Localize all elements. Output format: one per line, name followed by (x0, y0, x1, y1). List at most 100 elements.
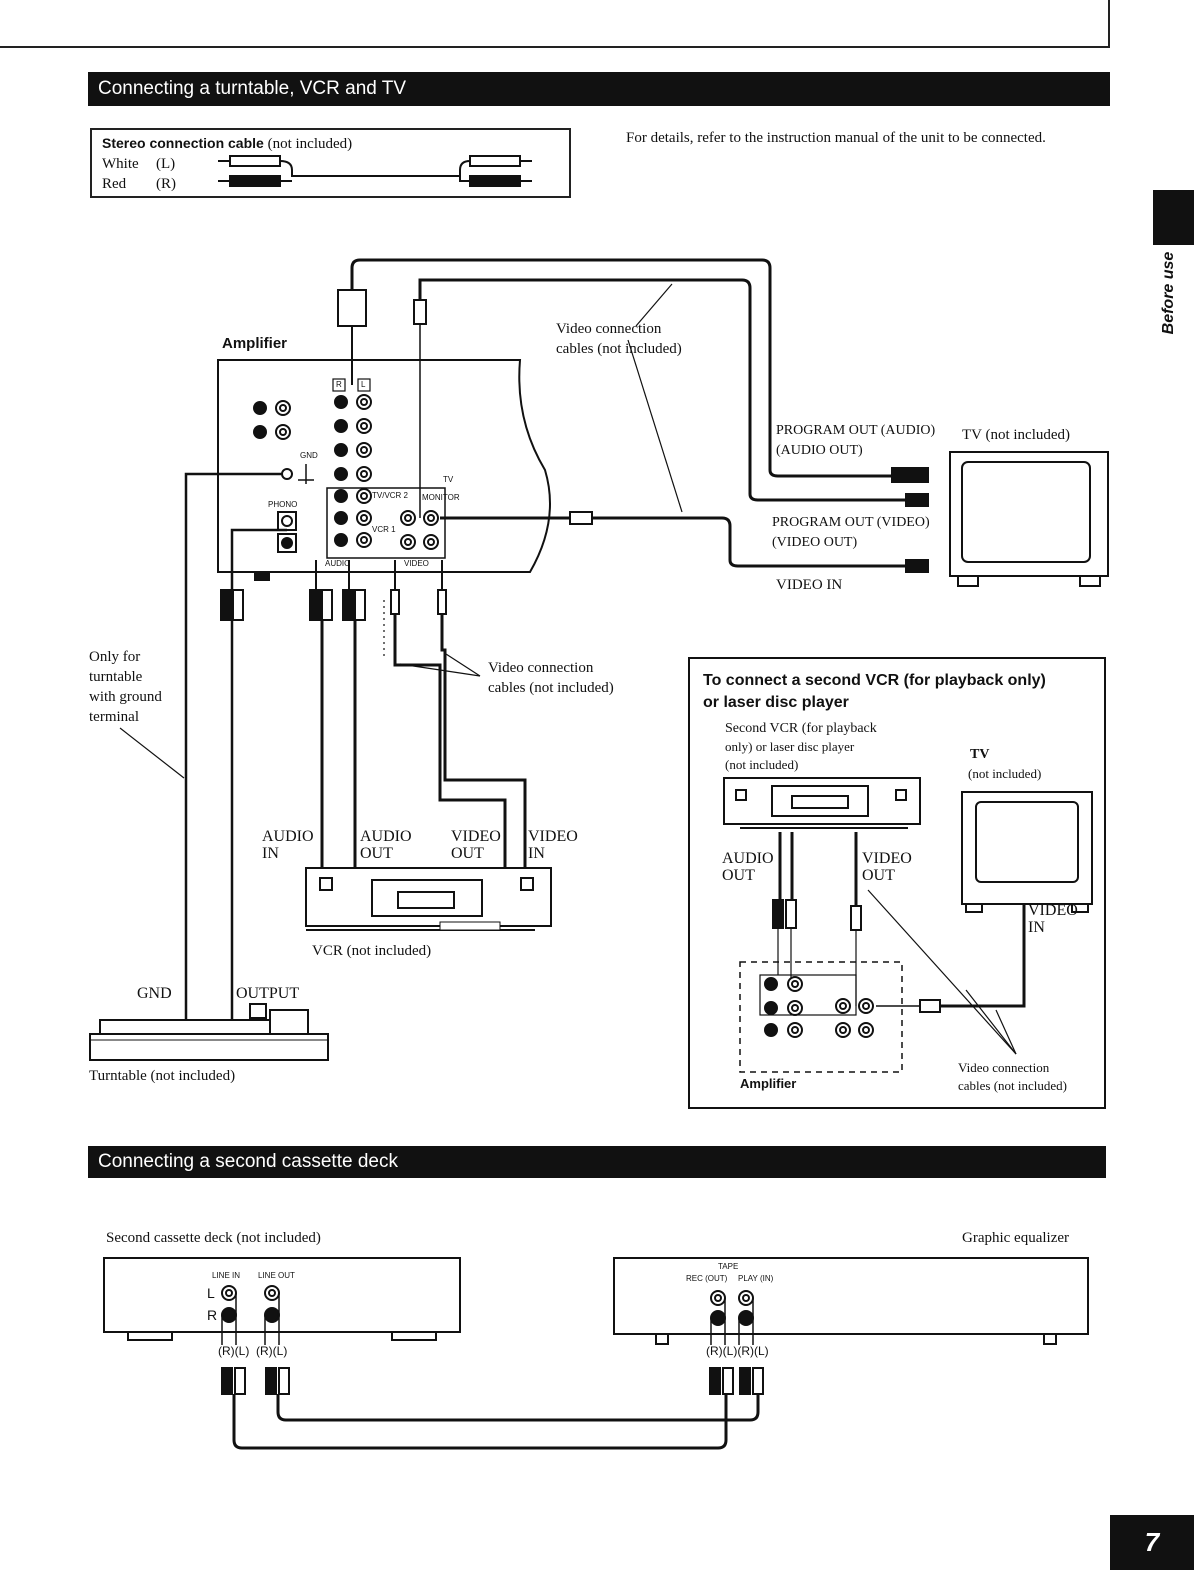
cassette-deck-graphic (103, 1257, 461, 1341)
equalizer-label: Graphic equalizer (962, 1230, 1070, 1246)
inset-box (688, 657, 1106, 1109)
cable-white-channel: (L) (156, 156, 176, 172)
only-for-line3: with ground (89, 689, 162, 705)
video-cables-mid-line2: cables (not included) (488, 680, 614, 696)
inset-video-out-line1: VIDEO (862, 850, 912, 867)
inset-cables-line2: cables (not included) (958, 1078, 1068, 1093)
vcr-audio-out-line2: OUT (360, 845, 393, 862)
vcr-video-out-line1: VIDEO (451, 828, 501, 845)
panel-audio: AUDIO (325, 559, 351, 568)
equalizer-rl-labels: (R)(L)(R)(L) (706, 1344, 769, 1358)
inset-tv-line2: (not included) (968, 766, 1042, 781)
vcr-audio-in-line1: AUDIO (262, 828, 314, 845)
inset-tv-graphic (961, 791, 1093, 913)
vcr-audio-in-line2: IN (262, 845, 279, 862)
stereo-cable-icon (218, 155, 532, 187)
vcr-label: VCR (not included) (312, 943, 432, 959)
amplifier-rear-panel (217, 359, 551, 581)
only-for-line2: turntable (89, 669, 143, 685)
section-title-second-cassette: Connecting a second cassette deck (88, 1146, 1106, 1178)
line-out-label: LINE OUT (258, 1271, 295, 1280)
inset-video-out-line2: OUT (862, 867, 895, 884)
cable-legend-note: (not included) (267, 136, 353, 152)
only-for-line4: terminal (89, 709, 139, 725)
inset-amp-outline (739, 961, 903, 1073)
inset-device-line1: Second VCR (for playback (725, 721, 877, 736)
cassette-deck-label: Second cassette deck (not included) (106, 1230, 321, 1246)
amplifier-label: Amplifier (222, 335, 288, 352)
video-in-label: VIDEO IN (776, 577, 843, 593)
deck-plugs (221, 1367, 764, 1395)
program-out-video-line1: PROGRAM OUT (VIDEO) (772, 515, 930, 530)
inset-title-line1: To connect a second VCR (for playback on… (703, 672, 1046, 689)
inset-video-in-line2: IN (1028, 919, 1045, 936)
video-cables-top-line2: cables (not included) (556, 341, 682, 357)
inset-cables-line1: Video connection (958, 1060, 1050, 1075)
program-out-audio-line2: (AUDIO OUT) (776, 443, 863, 458)
vcr-graphic (305, 867, 552, 931)
tv-cables (337, 258, 929, 573)
top-rule-vertical (1108, 0, 1110, 48)
video-cables-mid-line1: Video connection (488, 660, 594, 676)
inset-amplifier-label: Amplifier (740, 1076, 797, 1091)
side-tab-block (1153, 190, 1194, 245)
program-out-video-line2: (VIDEO OUT) (772, 535, 858, 550)
line-in-label: LINE IN (212, 1271, 241, 1280)
inset-video-in-line1: VIDEO (1028, 902, 1078, 919)
panel-monitor: MONITOR (422, 493, 460, 502)
deck-r-label: R (207, 1307, 218, 1323)
turntable-graphic (89, 1003, 329, 1061)
vcr-cables (320, 614, 527, 870)
tv-graphic (949, 451, 1109, 587)
page-number: 7 (1110, 1515, 1194, 1570)
vcr-video-in-line1: VIDEO (528, 828, 578, 845)
tv-label: TV (not included) (962, 427, 1071, 443)
deck-rl-labels: (R)(L) (R)(L) (218, 1344, 288, 1358)
inset-tv-line1: TV (970, 747, 990, 762)
panel-gnd: GND (300, 451, 318, 460)
panel-phono: PHONO (268, 500, 298, 509)
rec-out-label: REC (OUT) (686, 1274, 728, 1283)
inset-device-line3: (not included) (725, 757, 799, 772)
only-for-line1: Only for (89, 649, 141, 665)
vcr-video-out-line2: OUT (451, 845, 484, 862)
panel-video: VIDEO (404, 559, 429, 568)
rca-plugs-amp (220, 560, 447, 621)
panel-r: R (336, 380, 342, 389)
cable-legend-title-line: Stereo connection cable (not included) (102, 134, 352, 153)
inset-leader-lines (867, 889, 1017, 1055)
vcr-video-in-line2: IN (528, 845, 545, 862)
inset-title-line2: or laser disc player (703, 694, 849, 711)
program-out-audio-line1: PROGRAM OUT (AUDIO) (776, 423, 936, 438)
panel-tvvcr2: TV/VCR 2 (372, 491, 409, 500)
inset-cables (778, 832, 1026, 1008)
inset-amp-jacks (759, 974, 874, 1038)
deck-leads (221, 1293, 754, 1345)
turntable-cables (184, 472, 287, 1020)
panel-vcr1: VCR 1 (372, 525, 396, 534)
equalizer-graphic (613, 1257, 1089, 1345)
tape-label: TAPE (718, 1262, 739, 1271)
inset-audio-out-line2: OUT (722, 867, 755, 884)
inset-audio-out-line1: AUDIO (722, 850, 774, 867)
deck-cables (232, 1394, 760, 1450)
second-vcr-graphic (723, 777, 921, 829)
details-note: For details, refer to the instruction ma… (626, 130, 1046, 146)
gnd-label: GND (137, 985, 172, 1002)
cable-red-label: Red (102, 176, 127, 192)
inset-device-line2: only) or laser disc player (725, 739, 855, 754)
top-rule (0, 46, 1110, 48)
section-title-turntable-vcr-tv: Connecting a turntable, VCR and TV (88, 72, 1110, 106)
panel-tv: TV (443, 475, 454, 484)
play-in-label: PLAY (IN) (738, 1274, 774, 1283)
cable-legend-box (90, 128, 571, 198)
cable-legend-title: Stereo connection cable (102, 135, 264, 151)
panel-l: L (361, 380, 366, 389)
video-cables-top-line1: Video connection (556, 321, 662, 337)
cable-red-channel: (R) (156, 176, 176, 192)
deck-l-label: L (207, 1285, 215, 1301)
turntable-label: Turntable (not included) (89, 1068, 236, 1084)
output-label: OUTPUT (236, 985, 300, 1002)
vcr-audio-out-line1: AUDIO (360, 828, 412, 845)
